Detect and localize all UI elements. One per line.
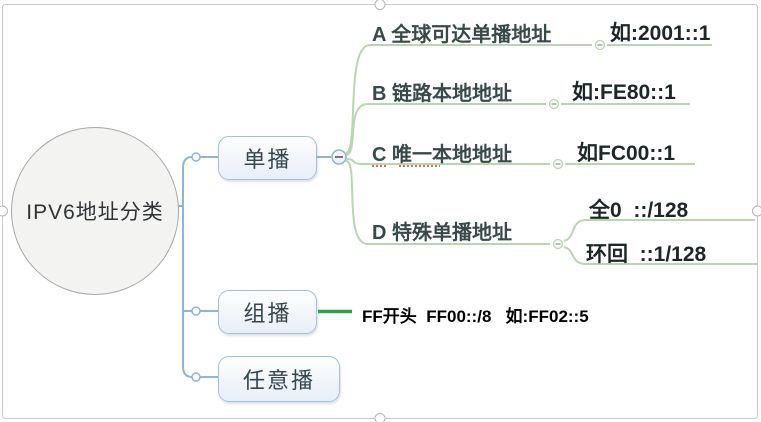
anycast-branch-dot [191, 372, 201, 382]
blue-connectors [177, 156, 331, 378]
branch-c-collapse-toggle[interactable] [552, 158, 564, 170]
resize-handle-top[interactable] [374, 0, 386, 10]
multicast-note[interactable]: FF开头 FF00::/8 如:FF02::5 [362, 307, 589, 326]
green-branches [345, 44, 757, 265]
node-multicast-label: 组播 [243, 301, 292, 326]
node-unicast[interactable]: 单播 [218, 136, 317, 180]
green-collapse-toggles [548, 39, 606, 250]
trunk-top-curve [182, 156, 193, 169]
branch-b-collapse-toggle[interactable] [548, 98, 560, 110]
root-node-label: IPV6地址分类 [26, 201, 164, 224]
branch-d-child1-line [563, 219, 755, 242]
root-node[interactable]: IPV6地址分类 [11, 127, 179, 295]
branch-a-collapse-toggle[interactable] [594, 39, 606, 51]
node-multicast[interactable]: 组播 [218, 290, 317, 334]
node-unicast-label: 单播 [243, 147, 292, 172]
branch-b-value[interactable]: 如:FE80::1 [572, 81, 676, 104]
branch-a-title[interactable]: A 全球可达单播地址 [372, 24, 552, 46]
branch-dots [191, 152, 201, 382]
unicast-collapse-toggle[interactable] [331, 149, 347, 165]
resize-handle-right[interactable] [752, 205, 761, 217]
branch-d-title[interactable]: D 特殊单播地址 [372, 222, 512, 244]
branch-a-line [345, 44, 592, 154]
leaf-loopback[interactable]: 环回 ::1/128 [586, 243, 707, 266]
node-anycast-label: 任意播 [242, 368, 315, 393]
branch-c-value[interactable]: 如FC00::1 [577, 142, 676, 165]
resize-handle-left[interactable] [0, 205, 8, 217]
trunk-bottom-curve [182, 365, 193, 378]
unicast-branch-dot [191, 152, 201, 162]
branch-a-value[interactable]: 如:2001::1 [610, 22, 711, 45]
branch-b-line [345, 103, 546, 156]
branch-c-line [345, 158, 550, 165]
branch-d-child2-line [563, 246, 757, 265]
node-anycast[interactable]: 任意播 [218, 356, 340, 402]
branch-d-collapse-toggle[interactable] [552, 238, 564, 250]
branch-d-line [345, 160, 550, 245]
resize-handle-bottom[interactable] [374, 413, 386, 422]
branch-b-title[interactable]: B 链路本地地址 [372, 83, 512, 105]
leaf-all-zero[interactable]: 全0 ::/128 [589, 199, 689, 222]
branch-c-title[interactable]: C 唯一本地地址 [372, 144, 512, 166]
multicast-branch-dot [191, 306, 201, 316]
